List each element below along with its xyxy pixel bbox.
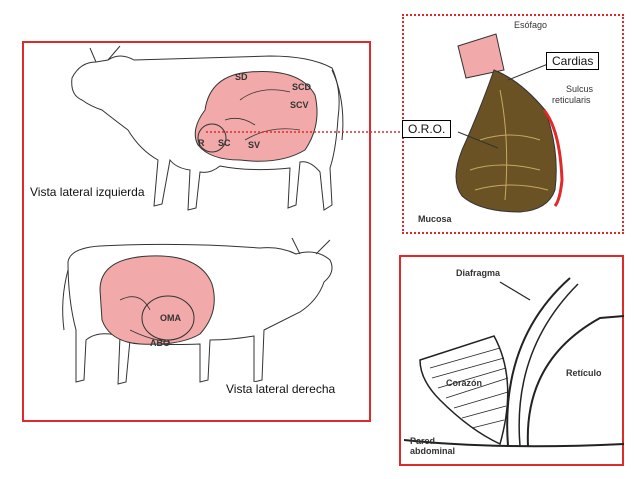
right-view-label: Vista lateral derecha — [226, 382, 336, 396]
label-pared-1: Pared — [410, 436, 436, 446]
label-sulcus-2: reticularis — [552, 95, 591, 105]
left-view-label: Vista lateral izquierda — [30, 185, 145, 199]
label-sulcus-1: Sulcus — [566, 84, 594, 94]
abdominal-wall — [403, 439, 625, 448]
label-esofago: Esófago — [514, 20, 548, 30]
esophagus-shape — [457, 33, 505, 79]
heart-hatching — [429, 347, 509, 429]
label-sd: SD — [235, 72, 248, 82]
label-reticulo: Retículo — [566, 368, 602, 378]
label-sc: SC — [218, 138, 231, 148]
label-cardias: Cardias — [546, 52, 600, 70]
label-abo: ABO — [150, 338, 170, 348]
label-oro: O.R.O. — [402, 120, 452, 138]
reticulum-left — [197, 123, 227, 153]
label-scd: SCD — [292, 82, 312, 92]
label-scv: SCV — [290, 100, 309, 110]
heart-reticulum-frame — [399, 255, 624, 466]
label-r: R — [198, 138, 205, 148]
label-sv: SV — [248, 140, 261, 150]
label-corazon: Corazón — [446, 378, 482, 388]
heart-reticulum-diagram — [403, 277, 625, 448]
label-oma: OMA — [160, 313, 181, 323]
diaphragm-line — [506, 277, 571, 447]
heart-shape — [419, 335, 509, 446]
rumen-left-view — [194, 70, 318, 162]
label-mucosa: Mucosa — [418, 214, 452, 224]
left-panel-frame — [22, 41, 371, 422]
omasum-shape — [141, 295, 195, 341]
reticulum-outline — [526, 315, 625, 447]
rumen-right-view — [99, 255, 215, 345]
label-pared-2: abdominal — [410, 446, 456, 456]
reticulum-detail — [455, 33, 564, 213]
label-diafragma: Diafragma — [456, 268, 501, 278]
